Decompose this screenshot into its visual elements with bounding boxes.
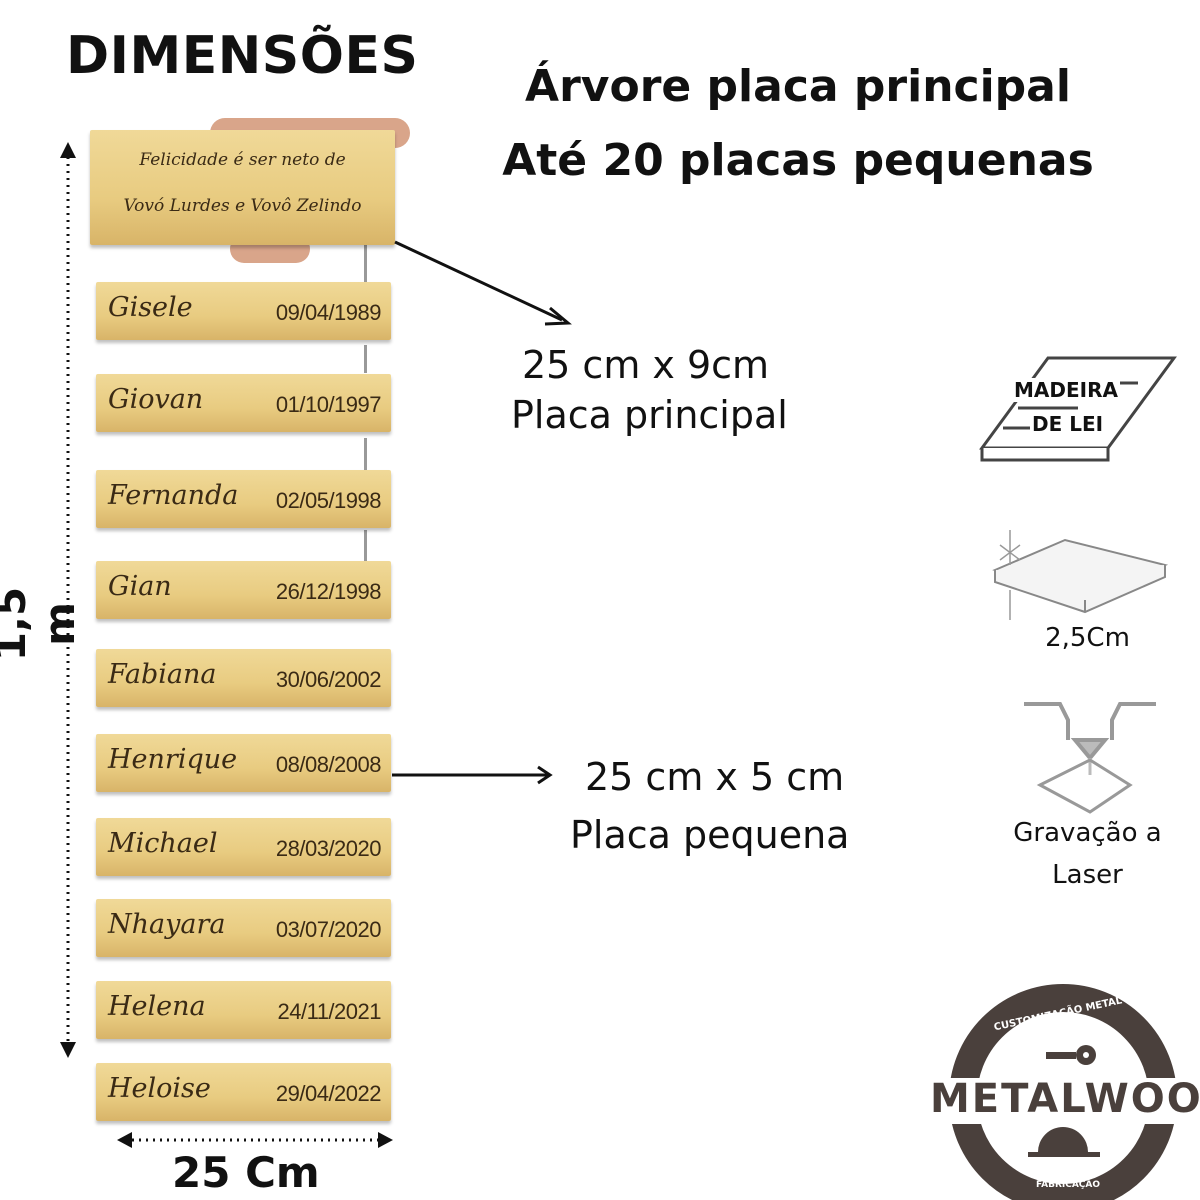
plate-name: Nhayara (108, 909, 226, 940)
height-arrow (60, 142, 76, 1058)
logo-brand: METALWOOD (930, 1076, 1200, 1122)
plate-name: Giovan (108, 384, 204, 415)
board-thickness-icon (992, 530, 1169, 620)
plate-date: 01/10/1997 (275, 392, 382, 417)
plate-name: Michael (108, 828, 218, 859)
wood-label-line-1: MADEIRA (1012, 378, 1120, 402)
chain (364, 530, 367, 562)
wood-planks-icon (979, 356, 1177, 462)
main-size-label: 25 cm x 9cm (522, 343, 770, 387)
plate-name: Gisele (108, 292, 193, 323)
plate-date: 02/05/1998 (275, 488, 382, 513)
main-plate-line-2: Vovó Lurdes e Vovô Zelindo (123, 196, 362, 216)
page-title: DIMENSÕES (66, 26, 419, 86)
small-plate: Henrique 08/08/2008 (96, 734, 391, 792)
wood-label-line-2: DE LEI (1030, 412, 1106, 436)
main-plate: Felicidade é ser neto de Vovó Lurdes e V… (90, 130, 395, 245)
main-plate-line-1: Felicidade é ser neto de (139, 150, 346, 170)
height-label: 1,5 m (0, 586, 84, 662)
plate-date: 30/06/2002 (275, 667, 382, 692)
small-size-label: 25 cm x 5 cm (585, 755, 845, 799)
laser-label-line-1: Gravação a (1013, 818, 1162, 848)
main-plate-label: Placa principal (511, 393, 788, 437)
laser-engraving-icon (1024, 702, 1156, 814)
thickness-label: 2,5Cm (1045, 623, 1130, 653)
small-plate: Heloise 29/04/2022 (96, 1063, 391, 1121)
small-plate: Gisele 09/04/1989 (96, 282, 391, 340)
small-plate: Giovan 01/10/1997 (96, 374, 391, 432)
plate-name: Fabiana (108, 659, 217, 690)
plate-date: 29/04/2022 (275, 1081, 382, 1106)
plate-date: 26/12/1998 (275, 579, 382, 604)
width-arrow (117, 1132, 393, 1148)
plate-name: Henrique (108, 744, 238, 775)
logo-seal-icon (928, 984, 1200, 1200)
plate-date: 09/04/1989 (275, 300, 382, 325)
plate-date: 08/08/2008 (275, 752, 382, 777)
plate-date: 24/11/2021 (277, 999, 382, 1024)
plate-date: 03/07/2020 (275, 917, 382, 942)
logo-bottom-arc: FABRICAÇÃO (1036, 1180, 1101, 1190)
metalwood-logo: METALWOOD CUSTOMIZAÇÃO METAL E MADEIRA F… (928, 980, 1200, 1200)
small-plate: Fabiana 30/06/2002 (96, 649, 391, 707)
small-plate-pointer-arrow (392, 765, 553, 785)
small-plate: Gian 26/12/1998 (96, 561, 391, 619)
small-plate: Fernanda 02/05/1998 (96, 470, 391, 528)
small-plate: Nhayara 03/07/2020 (96, 899, 391, 957)
plate-name: Helena (108, 991, 206, 1022)
chain (364, 438, 367, 470)
small-plate: Michael 28/03/2020 (96, 818, 391, 876)
small-plate: Helena 24/11/2021 (96, 981, 391, 1039)
chain (364, 245, 367, 285)
width-label: 25 Cm (172, 1148, 320, 1197)
plate-date: 28/03/2020 (275, 836, 382, 861)
laser-label-line-2: Laser (1052, 860, 1123, 890)
chain (364, 345, 367, 373)
plate-name: Heloise (108, 1073, 211, 1104)
main-plate-pointer-arrow (394, 240, 572, 326)
plate-name: Fernanda (108, 480, 239, 511)
subtitle-line-1: Árvore placa principal (525, 61, 1071, 112)
subtitle-line-2: Até 20 placas pequenas (502, 135, 1094, 186)
plate-name: Gian (108, 571, 172, 602)
small-plate-label: Placa pequena (570, 813, 850, 857)
